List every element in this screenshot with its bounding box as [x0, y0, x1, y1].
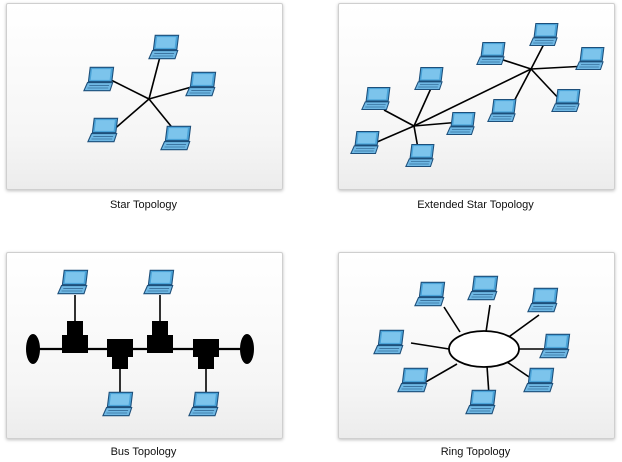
bus-terminator-right: [240, 334, 254, 364]
bus-connectors: [62, 321, 219, 369]
bus-terminator-left: [26, 334, 40, 364]
laptop-icon: [148, 34, 180, 60]
laptop-icon: [160, 125, 192, 151]
laptop-icon: [487, 98, 517, 123]
laptop-icon: [465, 389, 497, 415]
laptop-icon: [185, 71, 217, 97]
star-links: [104, 48, 196, 137]
bus-topology-panel: [6, 252, 283, 439]
laptop-icon: [467, 275, 499, 301]
laptop-icon: [575, 46, 605, 71]
ring-hub: [448, 330, 520, 368]
laptop-icon: [539, 333, 571, 359]
laptop-icon: [87, 117, 119, 143]
laptop-icon: [188, 391, 220, 417]
laptop-icon: [529, 22, 559, 47]
extended-star-topology-caption: Extended Star Topology: [417, 199, 534, 211]
star-topology-panel: [6, 3, 283, 190]
ring-topology-panel: [338, 252, 615, 439]
bus-drop-links: [74, 295, 207, 395]
laptop-icon: [523, 367, 555, 393]
bus-topology-diagram: [26, 269, 254, 417]
ring-topology-diagram: [373, 275, 571, 415]
laptop-icon: [373, 329, 405, 355]
laptop-icon: [446, 111, 476, 136]
star-topology-caption: Star Topology: [109, 199, 178, 211]
laptop-icon: [414, 281, 446, 307]
laptop-icon: [102, 391, 134, 417]
bus-topology-caption: Bus Topology: [110, 446, 177, 458]
laptop-icon: [527, 287, 559, 313]
laptop-icon: [397, 367, 429, 393]
star-topology-diagram: [83, 34, 217, 151]
extended-star-topology-panel: [338, 3, 615, 190]
laptop-icon: [57, 269, 89, 295]
laptop-icon: [414, 66, 444, 91]
laptop-icon: [476, 41, 506, 66]
laptop-icon: [361, 86, 391, 111]
laptop-icon: [350, 130, 380, 155]
laptop-icon: [83, 66, 115, 92]
laptop-icon: [143, 269, 175, 295]
ring-topology-caption: Ring Topology: [440, 446, 511, 458]
extended-star-topology-diagram: [350, 22, 605, 168]
laptop-icon: [405, 143, 435, 168]
laptop-icon: [551, 88, 581, 113]
